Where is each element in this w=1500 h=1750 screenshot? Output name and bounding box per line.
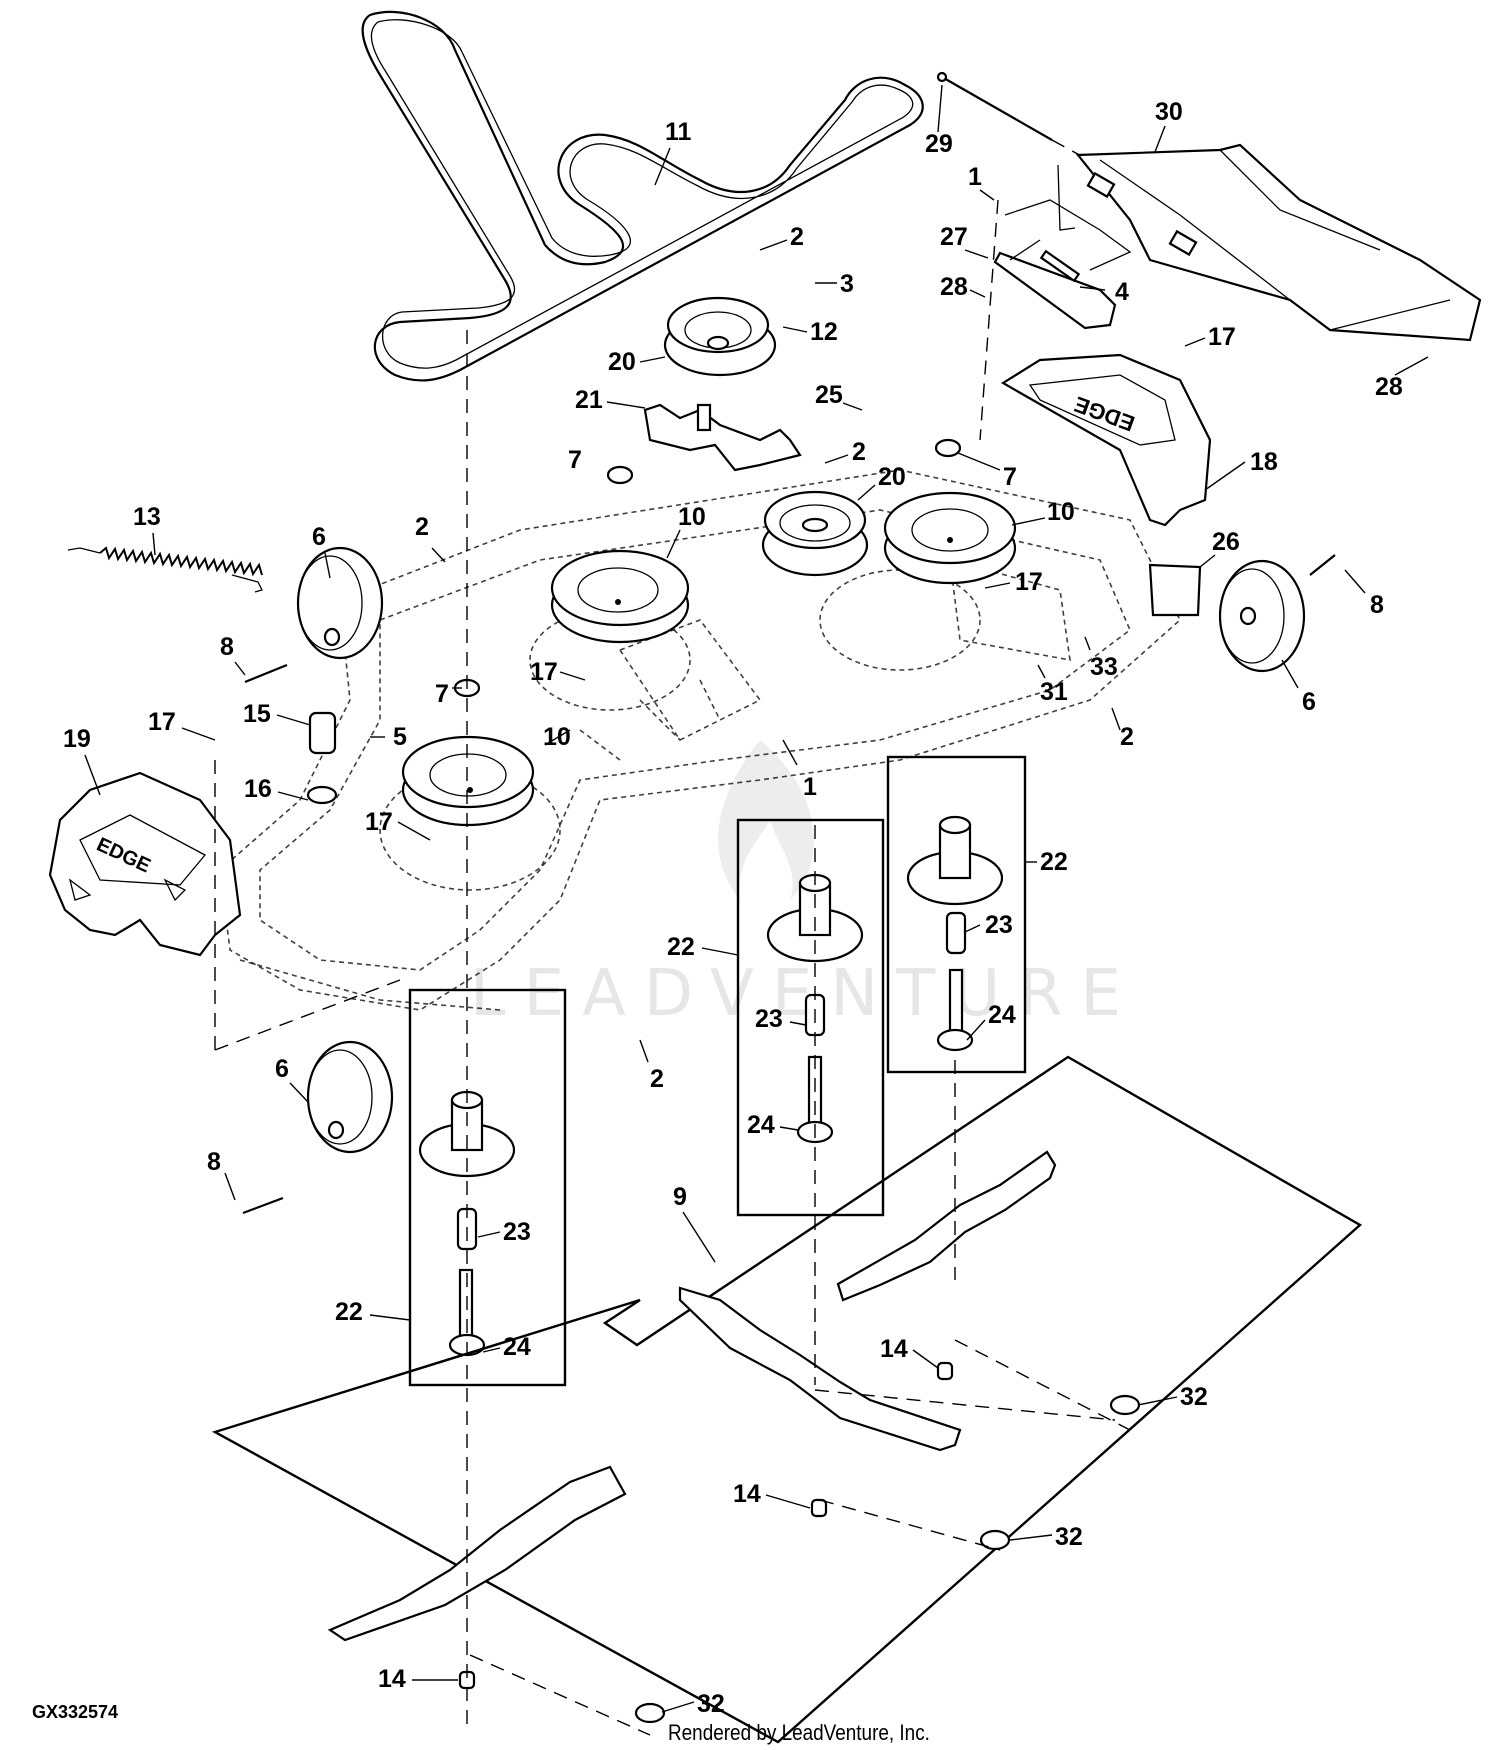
callout-16: 16 [244,775,272,803]
callout-22-right: 22 [1040,848,1068,876]
callout-19: 19 [63,725,91,753]
tension-spring [67,546,263,593]
callout-25: 25 [815,381,843,409]
callout-23-center: 23 [755,1005,783,1033]
callout-28-right: 28 [1375,373,1403,401]
watermark: LEADVENTURE [470,740,1139,1031]
callout-26: 26 [1212,528,1240,556]
callout-1-top: 1 [968,163,982,191]
callout-8-upper: 8 [220,633,234,661]
spindle-assembly-left [418,1090,516,1357]
callout-12: 12 [810,318,838,346]
watermark-text: LEADVENTURE [470,957,1139,1031]
callout-14-upper: 14 [880,1335,908,1363]
spindle-box-left [408,988,567,1387]
drive-belt [361,10,924,382]
callout-10-b: 10 [1047,498,1075,526]
callout-13: 13 [133,503,161,531]
figure-id: GX332574 [32,1702,119,1722]
centerlines [214,199,1131,1736]
callout-2-left: 2 [415,513,429,541]
gauge-wheel-left-lower [306,1040,394,1154]
spindle-pulley-lower-left [401,735,535,827]
callout-23-left: 23 [503,1218,531,1246]
callout-24-center: 24 [747,1111,775,1139]
callout-4: 4 [1115,278,1129,306]
callout-3: 3 [840,270,854,298]
gauge-wheel-right [1218,559,1306,673]
mower-blades [327,1150,1057,1642]
callout-1-mid: 1 [803,773,817,801]
callout-10-a: 10 [678,503,706,531]
callout-24-right: 24 [988,1001,1016,1029]
callout-21: 21 [575,386,603,414]
callout-2-right: 2 [1120,723,1134,751]
guard-plate [1148,563,1202,617]
spindle-box-center [736,818,885,1217]
spindle-assembly-right [906,815,1004,1052]
callout-15: 15 [243,700,271,728]
spindle-box-right [886,755,1027,1074]
bushing-assembly [306,711,338,805]
callout-6-upper: 6 [312,523,326,551]
callout-22-center: 22 [667,933,695,961]
callout-20-top: 20 [608,348,636,376]
callout-29: 29 [925,130,953,158]
callout-32-upper: 32 [1180,1383,1208,1411]
callout-22-left: 22 [335,1298,363,1326]
spindle-pulley-upper-left [550,549,690,644]
idler-pulley-top [663,296,777,377]
callout-18: 18 [1250,448,1278,476]
callout-5: 5 [393,723,407,751]
mower-deck-phantom [219,469,1181,1011]
callout-20-mid: 20 [878,463,906,491]
callout-10-c: 10 [543,723,571,751]
blade-kit-frame [211,1055,1363,1744]
right-belt-shield: EDGE [1000,353,1212,527]
callout-2-top: 2 [790,223,804,251]
blade-hardware [458,1361,1141,1724]
callout-14-mid: 14 [733,1480,761,1508]
callout-17-d: 17 [148,708,176,736]
callout-17-mid: 17 [1015,568,1043,596]
callout-27: 27 [940,223,968,251]
spindle-pulley-upper-right [883,491,1017,585]
idler-pulley-mid [761,490,869,577]
callout-6-lower: 6 [275,1055,289,1083]
callout-labels: 11 29 30 1 2 3 27 28 4 12 20 17 28 21 25… [63,84,1429,1718]
callout-28-left: 28 [940,273,968,301]
callout-6-right: 6 [1302,688,1316,716]
discharge-chute [1057,143,1482,342]
callout-9: 9 [673,1183,687,1211]
chute-bracket [993,199,1132,330]
callout-24-left: 24 [503,1333,531,1361]
callout-23-right: 23 [985,911,1013,939]
callout-17-c: 17 [530,658,558,686]
callout-31: 31 [1040,678,1068,706]
callout-8-lower: 8 [207,1148,221,1176]
callout-32-lower: 32 [697,1690,725,1718]
gauge-wheel-left-upper [296,546,384,660]
callout-7-a: 7 [568,446,582,474]
idler-bracket [643,403,802,472]
callout-7-b: 7 [1003,463,1017,491]
left-belt-shield: EDGE [48,771,242,957]
render-credit: Rendered by LeadVenture, Inc. [668,1720,930,1745]
callout-2-mid: 2 [852,438,866,466]
callout-14-lower: 14 [378,1665,406,1693]
callout-17-e: 17 [365,808,393,836]
callout-8-right: 8 [1370,591,1384,619]
callout-32-mid: 32 [1055,1523,1083,1551]
callout-7-c: 7 [435,680,449,708]
shoulder-bolts [242,554,1336,1215]
callout-30: 30 [1155,98,1183,126]
callout-17-top: 17 [1208,323,1236,351]
callout-11: 11 [665,118,692,146]
callout-2-lower: 2 [650,1065,664,1093]
callout-33: 33 [1090,653,1118,681]
